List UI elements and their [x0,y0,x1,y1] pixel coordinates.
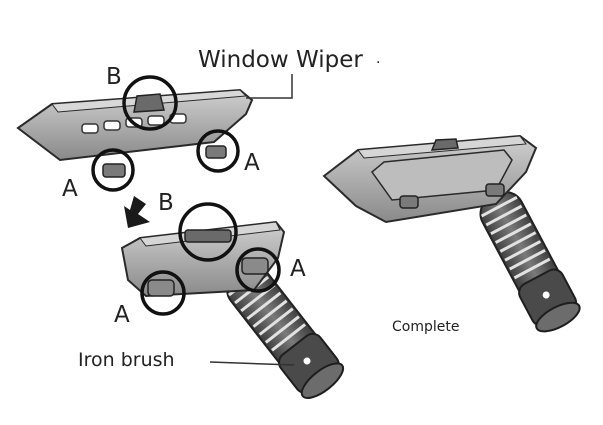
label-a-middle-right: A [290,256,306,282]
complete-label: Complete [392,319,459,335]
window-wiper-label: Window Wiper [198,47,363,73]
svg-text:·: · [376,55,380,71]
callout-circles-top [91,75,240,192]
callout-circles-middle [140,202,281,316]
label-b-top: B [106,64,122,90]
window-wiper-part [16,88,254,178]
iron-brush-assembly [120,220,345,399]
iron-brush-leader [209,361,295,366]
label-a-middle-left: A [114,302,130,328]
window-wiper-leader [246,74,293,99]
assembly-arrow [124,196,150,228]
iron-brush-label: Iron brush [78,349,175,371]
complete-assembly [322,134,581,333]
label-b-middle: B [158,190,174,216]
label-a-top-right: A [244,150,260,176]
label-a-top-left: A [62,176,78,202]
